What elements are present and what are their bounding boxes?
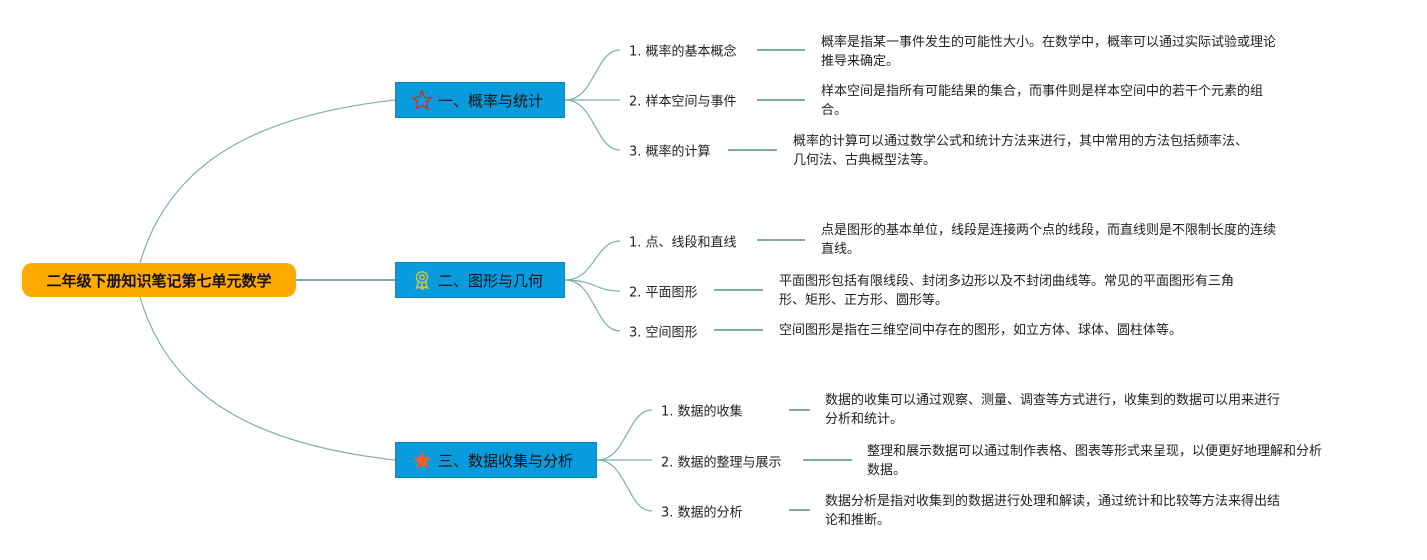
branch-shapes-geometry[interactable]: 二、图形与几何 (395, 262, 565, 298)
topic-description: 数据分析是指对收集到的数据进行处理和解读，通过统计和比较等方法来得出结论和推断。 (825, 494, 1281, 528)
topic-label[interactable]: 2. 样本空间与事件 (629, 94, 737, 110)
award-medal-icon (410, 268, 434, 292)
topic-description: 整理和展示数据可以通过制作表格、图表等形式来呈现，以便更好地理解和分析数据。 (867, 444, 1323, 478)
star-outline-icon (410, 88, 434, 112)
topic-description: 平面图形包括有限线段、封闭多边形以及不封闭曲线等。常见的平面图形有三角形、矩形、… (779, 274, 1235, 308)
branch-data-collection-analysis[interactable]: 三、数据收集与分析 (395, 442, 597, 478)
topic-description: 点是图形的基本单位，线段是连接两个点的线段，而直线则是不限制长度的连续直线。 (821, 223, 1277, 257)
topic-description: 空间图形是指在三维空间中存在的图形，如立方体、球体、圆柱体等。 (779, 323, 1183, 338)
topic-label[interactable]: 1. 概率的基本概念 (629, 44, 737, 60)
topic-label[interactable]: 2. 平面图形 (629, 285, 698, 301)
topic-label[interactable]: 3. 概率的计算 (629, 144, 711, 160)
root-title: 二年级下册知识笔记第七单元数学 (46, 271, 272, 290)
topic-label[interactable]: 3. 数据的分析 (661, 505, 743, 521)
star-filled-icon (410, 448, 434, 472)
topic-label[interactable]: 1. 点、线段和直线 (629, 235, 737, 251)
branch-title: 二、图形与几何 (438, 271, 544, 290)
topic-description: 概率是指某一事件发生的可能性大小。在数学中，概率可以通过实际试验或理论推导来确定… (821, 35, 1277, 69)
topic-label[interactable]: 2. 数据的整理与展示 (661, 455, 782, 471)
branch-title: 三、数据收集与分析 (438, 451, 574, 470)
root-node[interactable]: 二年级下册知识笔记第七单元数学 (22, 263, 296, 297)
topic-label[interactable]: 1. 数据的收集 (661, 404, 743, 420)
topic-description: 数据的收集可以通过观察、测量、调查等方式进行，收集到的数据可以用来进行分析和统计… (825, 393, 1281, 427)
topic-description: 样本空间是指所有可能结果的集合，而事件则是样本空间中的若干个元素的组合。 (821, 84, 1264, 118)
branch-title: 一、概率与统计 (438, 91, 544, 110)
branch-probability-statistics[interactable]: 一、概率与统计 (395, 82, 565, 118)
topic-description: 概率的计算可以通过数学公式和统计方法来进行，其中常用的方法包括频率法、几何法、古… (793, 134, 1249, 168)
topic-label[interactable]: 3. 空间图形 (629, 325, 698, 341)
